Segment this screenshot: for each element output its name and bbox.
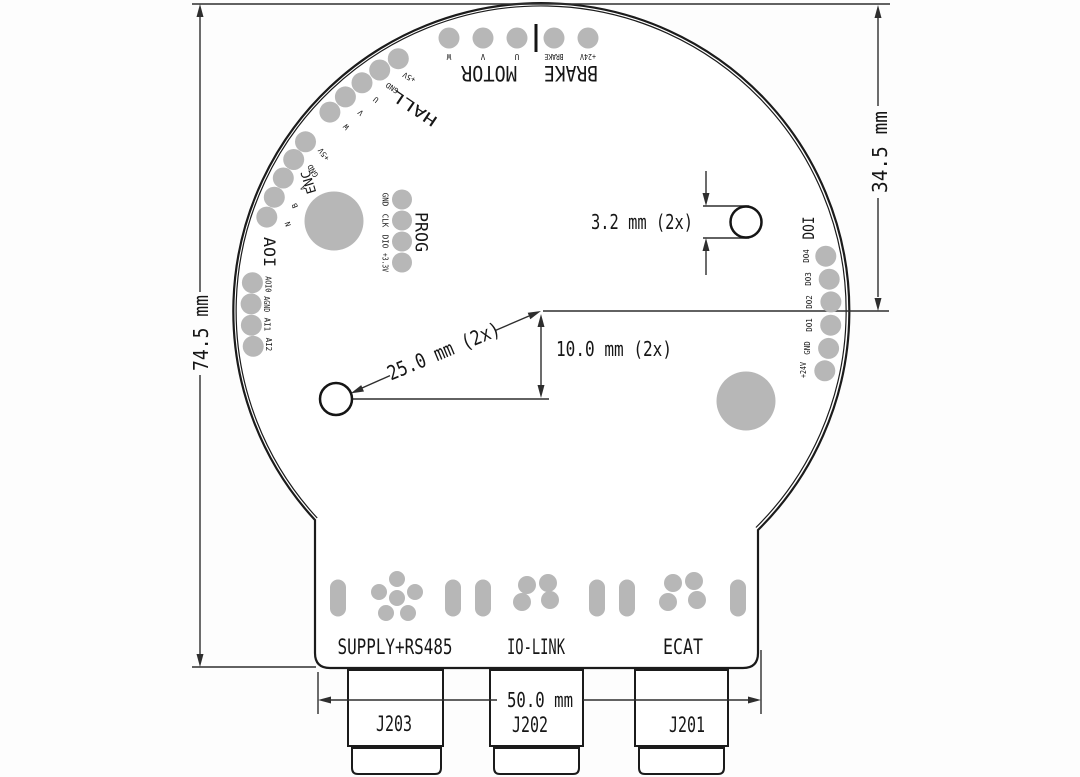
prog-pads — [392, 189, 412, 273]
ref-j201: J201 — [669, 713, 705, 737]
pin-prog-gnd: GND — [381, 193, 390, 207]
pad-stadium-6 — [730, 579, 746, 617]
pad-stadium-4 — [589, 579, 605, 617]
doi-pads — [814, 245, 842, 382]
connector-span-dimension — [317, 650, 762, 714]
dimension-lines — [192, 3, 890, 668]
tab-pads — [330, 571, 746, 621]
pad-brake-brake — [543, 27, 565, 49]
label-enc: ENC — [299, 168, 320, 195]
pin-brake-brake: BRAKE — [544, 52, 563, 61]
mounting-hole-left — [318, 381, 354, 417]
pin-aoi-ai2: AI2 — [264, 338, 273, 352]
label-ecat: ECAT — [663, 635, 703, 659]
pin-prog-3v3: +3.3V — [381, 253, 390, 272]
pin-enc-n: N — [283, 220, 293, 227]
label-doi: DOI — [799, 217, 818, 240]
connector-j201 — [634, 669, 729, 775]
motor-brake-separator — [534, 24, 538, 52]
pin-aoi-agnd: AGND — [262, 296, 271, 312]
ref-j202: J202 — [512, 713, 548, 737]
motor-brake-pads — [438, 24, 599, 52]
enc-pads — [256, 131, 316, 228]
connector-j202 — [489, 669, 584, 775]
label-motor: MOTOR — [461, 61, 517, 85]
pin-doi-gnd: GND — [803, 341, 812, 355]
pad-brake-24v — [577, 27, 599, 49]
pin-doi-do1: DO1 — [805, 318, 814, 332]
pad-motor-w — [438, 27, 460, 49]
plated-circle-top-left — [304, 191, 364, 251]
hall-pads — [319, 48, 409, 123]
pin-motor-w: W — [446, 52, 451, 61]
pin-prog-dio: DIO — [381, 235, 390, 249]
pin-hall-u: U — [371, 95, 380, 105]
label-prog: PROG — [411, 212, 431, 252]
aoi-pads — [240, 272, 264, 357]
plated-circle-bottom-right — [716, 371, 776, 431]
iolink-connector-pads — [513, 574, 559, 611]
pad-motor-v — [472, 27, 494, 49]
dim-hole-diameter: 3.2 mm (2x) — [591, 210, 693, 234]
pin-hall-v: V — [356, 108, 366, 118]
pad-motor-u — [506, 27, 528, 49]
board-outline-inner — [235, 5, 847, 528]
label-aoi: AOI — [260, 237, 279, 267]
pin-doi-24v: +24V — [799, 362, 808, 378]
ecat-connector-pads — [659, 572, 706, 611]
pin-doi-do3: DO3 — [804, 272, 813, 286]
label-brake: BRAKE — [544, 61, 598, 85]
supply-connector-pads — [371, 571, 423, 621]
dim-connector-span: 50.0 mm — [507, 688, 573, 712]
pin-motor-u: U — [515, 52, 520, 61]
pad-stadium-2 — [445, 579, 461, 617]
label-iolink: IO-LINK — [507, 635, 565, 659]
pin-motor-v: V — [480, 52, 485, 61]
pin-aoi-aoi0: AOI0 — [263, 276, 272, 292]
pin-hall-w: W — [341, 122, 351, 132]
dim-center-from-top: 34.5 mm — [868, 111, 892, 193]
mounting-hole-right — [729, 205, 763, 239]
pin-doi-do4: DO4 — [802, 249, 811, 263]
pin-enc-a: A — [298, 183, 308, 192]
label-supply-rs485: SUPPLY+RS485 — [338, 635, 453, 659]
connector-j203 — [347, 669, 444, 775]
pin-enc-b: B — [290, 201, 300, 209]
pad-stadium-3 — [475, 579, 491, 617]
ref-j203: J203 — [376, 712, 412, 736]
dim-board-height: 74.5 mm — [189, 295, 213, 371]
pad-stadium-5 — [619, 579, 635, 617]
pad-stadium-1 — [330, 579, 346, 617]
pin-prog-clk: CLK — [381, 214, 390, 228]
dim-hole-vertical-offset: 10.0 mm (2x) — [556, 337, 672, 361]
pin-brake-24v: +24V — [580, 52, 596, 61]
pin-doi-do2: DO2 — [805, 295, 814, 309]
pin-aoi-ai1: AI1 — [262, 318, 271, 332]
